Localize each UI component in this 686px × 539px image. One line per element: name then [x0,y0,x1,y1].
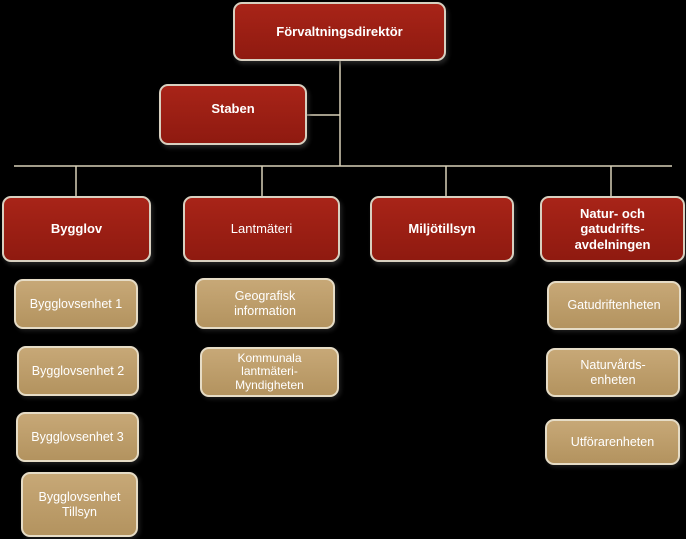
unit-label: Bygglovsenhet 2 [31,363,125,378]
staff-box-label: Staben [211,101,255,116]
unit-label: Bygglovsenhet 3 [31,429,124,444]
top-box-label: Förvaltningsdirektör [276,23,403,39]
unit-box-bygglovsenhet-2: Bygglovsenhet 2 [17,346,139,396]
dept-label-lantmateri: Lantmäteri [230,221,293,237]
unit-label: Bygglovsenhet 1 [29,296,123,311]
unit-label: Utförarenheten [570,434,655,449]
unit-label: Kommunala lantmäteri- Myndigheten [235,351,304,392]
unit-box-geografisk-information: Geografisk information [195,278,335,329]
unit-box-gatudriftenheten: Gatudriftenheten [547,281,681,330]
dept-box-bygglov: Bygglov [2,196,151,262]
unit-label: Gatudriftenheten [567,298,661,312]
unit-label: Geografisk information [234,288,296,318]
top-box-forvaltningsdirektor: Förvaltningsdirektör [233,2,446,61]
unit-box-bygglovsenhet-3: Bygglovsenhet 3 [16,412,139,462]
dept-label-bygglov: Bygglov [50,221,103,237]
staff-box-staben: Staben [159,84,307,145]
unit-box-bygglovsenhet-1: Bygglovsenhet 1 [14,279,138,329]
unit-box-utforarenheten: Utförarenheten [545,419,680,465]
unit-label: Bygglovsenhet Tillsyn [38,489,121,519]
dept-box-natur-gatudrift: Natur- och gatudrifts- avdelningen [540,196,685,262]
dept-label-natur-gatudrift: Natur- och gatudrifts- avdelningen [574,205,651,252]
dept-label-miljotillsyn: Miljötillsyn [408,221,476,237]
dept-box-lantmateri: Lantmäteri [183,196,340,262]
unit-box-bygglovsenhet-tillsyn: Bygglovsenhet Tillsyn [21,472,138,537]
unit-box-naturvardsenheten: Naturvårds- enheten [546,348,680,397]
dept-box-miljotillsyn: Miljötillsyn [370,196,514,262]
unit-label: Naturvårds- enheten [580,357,646,387]
unit-box-kommunala-lantmateri: Kommunala lantmäteri- Myndigheten [200,347,339,397]
